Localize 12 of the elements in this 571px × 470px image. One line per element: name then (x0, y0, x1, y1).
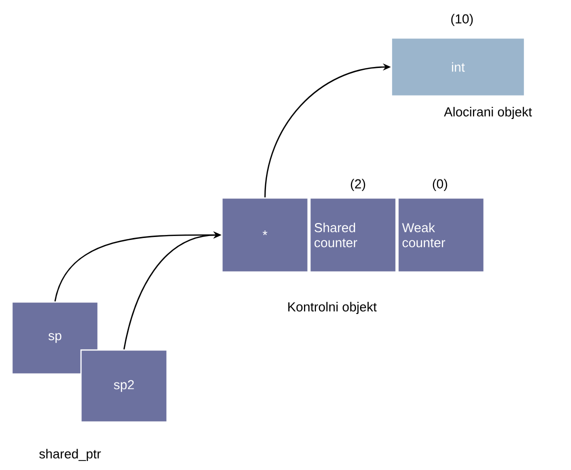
box: sp (11, 301, 99, 375)
box: int (390, 37, 526, 97)
box: Shared counter (309, 197, 397, 273)
caption-label: (0) (432, 178, 448, 192)
box: * (221, 197, 309, 273)
caption-label: (2) (350, 178, 366, 192)
caption-label: Kontrolni objekt (288, 302, 377, 314)
box: Weak counter (397, 197, 485, 273)
caption-label: shared_ptr (39, 448, 101, 462)
box: sp2 (80, 349, 168, 423)
caption-label: (10) (451, 14, 473, 26)
caption-label: Alocirani objekt (444, 106, 532, 120)
